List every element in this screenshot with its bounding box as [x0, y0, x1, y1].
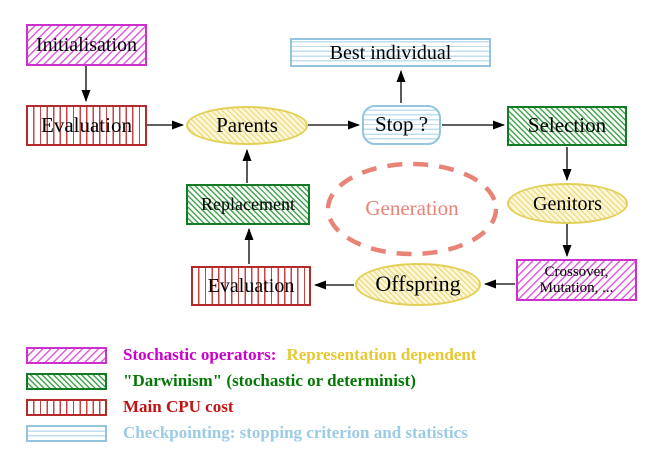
- legend-swatch-cyan-stripes: [26, 424, 107, 442]
- legend-swatch-green-hatch: [26, 372, 107, 390]
- crossover-mutation-node: Crossover, Mutation, ...: [516, 259, 637, 301]
- legend-swatch-red-stripes: [26, 398, 107, 416]
- evaluation-top-node: Evaluation: [26, 105, 147, 146]
- initialisation-node: Initialisation: [26, 24, 147, 66]
- legend-row-cpu-cost: Main CPU cost: [26, 397, 233, 417]
- genitors-label: Genitors: [533, 192, 602, 215]
- best-individual-node: Best individual: [290, 38, 491, 67]
- evaluation-bottom-node: Evaluation: [191, 266, 311, 306]
- legend-row-checkpointing: Checkpointing: stopping criterion and st…: [26, 423, 468, 443]
- legend-row-stochastic: Stochastic operators: Representation dep…: [26, 345, 476, 365]
- generation-label: Generation: [365, 196, 459, 221]
- evaluation-bottom-label: Evaluation: [207, 275, 295, 297]
- initialisation-label: Initialisation: [35, 34, 138, 56]
- best-individual-label: Best individual: [329, 41, 452, 64]
- generation-label-node: Generation: [327, 163, 497, 255]
- legend-text-main-cpu-cost: Main CPU cost: [123, 397, 234, 416]
- genitors-node: Genitors: [507, 183, 628, 224]
- stop-label: Stop ?: [374, 112, 429, 137]
- crossover-label-line1: Crossover,: [544, 263, 609, 280]
- parents-label: Parents: [216, 112, 278, 137]
- crossover-label-line2: Mutation, ...: [539, 280, 614, 296]
- legend-text-darwinism: "Darwinism" (stochastic or determinist): [123, 371, 416, 390]
- legend-text-stochastic-operators: Stochastic operators:: [123, 345, 277, 364]
- legend-text-representation-dependent: Representation dependent: [286, 345, 477, 364]
- replacement-node: Replacement: [186, 184, 310, 225]
- stop-node: Stop ?: [362, 105, 441, 145]
- offspring-node: Offspring: [355, 263, 481, 306]
- selection-label: Selection: [527, 113, 607, 138]
- replacement-label: Replacement: [201, 193, 295, 214]
- parents-node: Parents: [186, 106, 308, 145]
- evaluation-top-label: Evaluation: [41, 112, 132, 137]
- selection-node: Selection: [507, 106, 627, 146]
- offspring-label: Offspring: [375, 271, 461, 297]
- legend-swatch-magenta-hatch: [26, 346, 107, 364]
- legend-text-checkpointing: Checkpointing: stopping criterion and st…: [123, 423, 468, 442]
- legend-row-darwinism: "Darwinism" (stochastic or determinist): [26, 371, 416, 391]
